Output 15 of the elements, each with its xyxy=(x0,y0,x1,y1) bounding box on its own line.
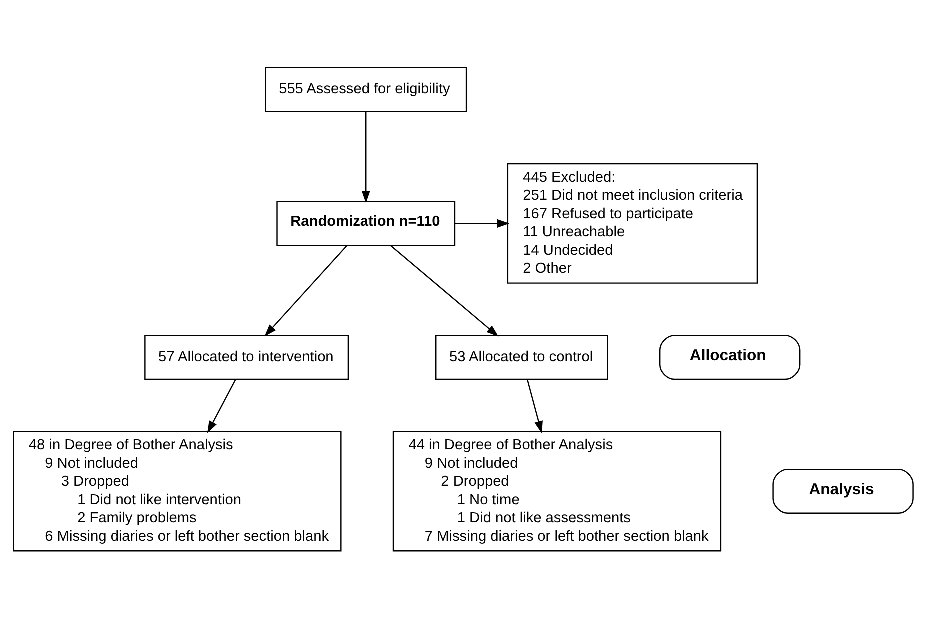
node-box: 57 Allocated to intervention xyxy=(144,334,350,380)
node-box: 44 in Degree of Bother Analysis 9 Not included 2 Dropped 1 No time 1 Did not like assessments 7 Missing diaries or left bother section blank xyxy=(392,430,722,552)
arrow xyxy=(390,244,499,336)
node-box: Allocation xyxy=(659,334,801,380)
arrow xyxy=(207,379,236,433)
node-box: Analysis xyxy=(772,468,914,514)
node-box: 555 Assessed for eligibility xyxy=(265,66,468,112)
arrow xyxy=(362,112,370,203)
node-box: Randomization n=110 xyxy=(276,200,456,246)
arrow xyxy=(455,218,510,228)
arrow xyxy=(527,379,543,434)
node-box: 48 in Degree of Bother Analysis 9 Not included 3 Dropped 1 Did not like intervention 2 Family problems 6 Missing diaries or left bother section blank xyxy=(13,430,342,552)
node-box: 53 Allocated to control xyxy=(436,334,608,380)
arrow xyxy=(264,245,348,336)
node-box: 445 Excluded: 251 Did not meet inclusion criteria 167 Refused to participate 11 Unreachable 14 Undecided 2 Other xyxy=(507,162,758,284)
